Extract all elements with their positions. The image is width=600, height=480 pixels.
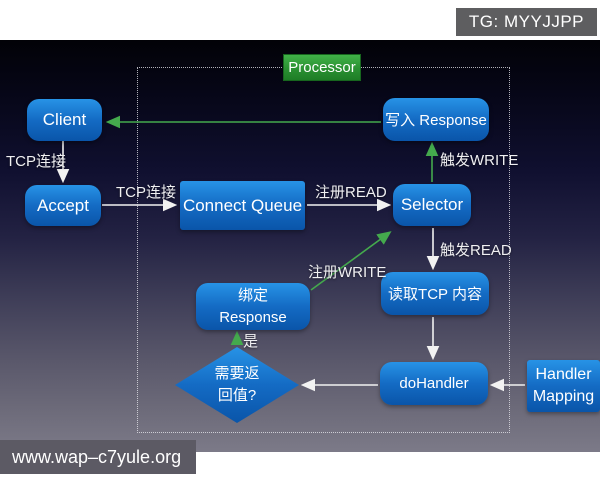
- edge-label-register-read: 注册READ: [315, 184, 387, 201]
- node-client: Client: [27, 99, 102, 141]
- arrow-bind-response-to-selector: [310, 231, 392, 291]
- processor-label: Processor: [283, 54, 361, 81]
- node-bind-response: 绑定 Response: [196, 283, 310, 330]
- edge-label-trigger-read: 触发READ: [440, 242, 512, 259]
- arrow-layer: [56, 115, 525, 392]
- diagram-canvas: Processor Client Accept Connect Queue Se…: [0, 40, 600, 452]
- watermark-badge: www.wap–c7yule.org: [0, 440, 197, 474]
- edge-label-yes: 是: [243, 333, 259, 350]
- node-handler-mapping: Handler Mapping: [527, 360, 600, 412]
- node-read-tcp-content: 读取TCP 内容: [381, 272, 489, 315]
- node-dohandler: doHandler: [380, 362, 488, 405]
- tg-badge: TG: MYYJJPP: [455, 8, 597, 36]
- edge-label-register-write: 注册WRITE: [308, 264, 387, 281]
- edge-label-tcp-connection-1: TCP连接: [6, 153, 67, 170]
- node-connect-queue: Connect Queue: [180, 181, 305, 230]
- node-write-response: 写入 Response: [383, 98, 489, 141]
- edge-label-tcp-connection-2: TCP连接: [116, 184, 177, 201]
- node-selector: Selector: [393, 184, 471, 226]
- node-accept: Accept: [25, 185, 101, 226]
- edge-label-trigger-write: 触发WRITE: [440, 152, 519, 169]
